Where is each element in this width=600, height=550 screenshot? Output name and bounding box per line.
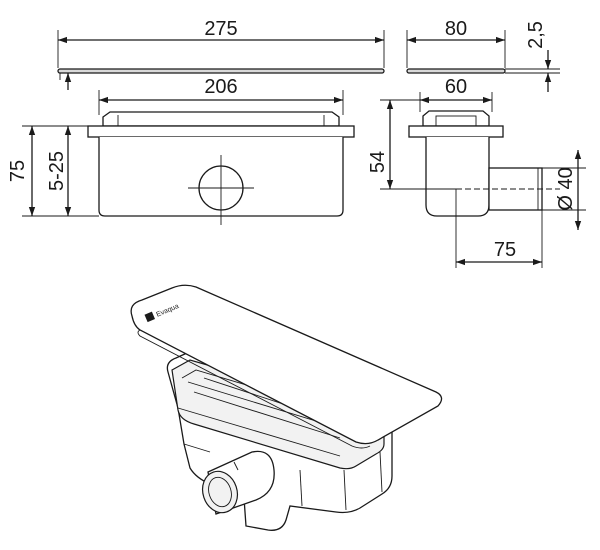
front-view: 275 206 75 <box>7 18 385 225</box>
iso-outlet-opening <box>201 470 239 514</box>
dimension-label-adjust-range: 5-25 <box>46 151 68 191</box>
dimension-outlet-diameter: Ø 40 <box>542 150 586 230</box>
side-view: 80 2,5 60 <box>367 18 586 268</box>
side-cover-plate <box>406 68 506 74</box>
dimension-label-inner-depth: 60 <box>445 76 467 98</box>
dimension-label-outlet-height: 54 <box>367 151 389 173</box>
dimension-inner-width: 206 <box>98 76 344 115</box>
side-grate <box>422 110 490 127</box>
dimension-label-cover-depth: 80 <box>445 18 467 40</box>
dimension-outlet-height: 54 <box>367 99 456 190</box>
dimension-cover-depth: 80 <box>406 18 506 68</box>
dimension-adjust-range: 5-25 <box>46 73 99 217</box>
dimension-cover-thickness: 2,5 <box>505 21 560 92</box>
dimension-label-inner-width: 206 <box>204 76 237 98</box>
dimension-label-cover-width: 275 <box>204 18 237 40</box>
front-flange <box>87 125 355 138</box>
dimension-cover-width: 275 <box>57 18 385 68</box>
isometric-view: Evaqua <box>130 284 443 531</box>
dimension-inner-depth: 60 <box>419 76 493 112</box>
front-cover-plate <box>57 68 385 74</box>
dimension-label-outlet-length: 75 <box>494 239 516 261</box>
dimension-outlet-length: 75 <box>455 189 543 268</box>
dimension-label-cover-thickness: 2,5 <box>525 21 547 49</box>
dimension-label-total-height: 75 <box>7 160 29 182</box>
side-drain-body <box>425 137 490 217</box>
front-grate <box>102 111 340 127</box>
dimension-label-outlet-diameter: Ø 40 <box>555 167 577 210</box>
side-flange <box>408 125 504 138</box>
